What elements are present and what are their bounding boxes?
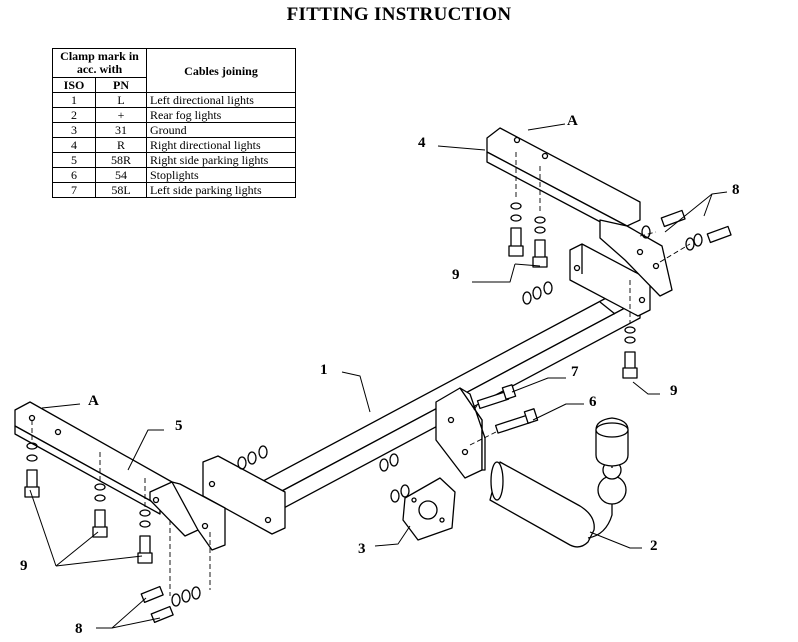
clamp-mark-header: Clamp mark in acc. with — [52, 48, 147, 78]
cell-iso: 7 — [52, 182, 96, 198]
cable-joining-table: Clamp mark in acc. with Cables joining I… — [52, 48, 296, 198]
label-part-8-right: 8 — [732, 182, 740, 198]
cell-desc: Left side parking lights — [146, 182, 296, 198]
label-part-2: 2 — [650, 538, 658, 554]
cell-desc: Right directional lights — [146, 137, 296, 153]
socket-plate — [402, 477, 456, 541]
label-part-8-left: 8 — [75, 621, 83, 637]
label-part-3: 3 — [358, 541, 366, 557]
hook-bracket — [435, 387, 486, 479]
label-part-4: 4 — [418, 135, 426, 151]
label-part-5: 5 — [175, 418, 183, 434]
cell-desc: Rear fog lights — [146, 107, 296, 123]
bolts-8-right — [641, 209, 732, 251]
bolt-stack-left — [24, 442, 153, 564]
label-part-6: 6 — [589, 394, 597, 410]
alignment-lines — [31, 152, 691, 596]
label-part-9-right: 9 — [670, 383, 678, 399]
label-part-7: 7 — [571, 364, 579, 380]
right-side-bracket — [486, 127, 673, 297]
bolt-stack-right — [622, 326, 638, 379]
bolt-stack-center — [508, 202, 548, 268]
crossbar-nuts — [237, 281, 553, 503]
label-part-9-center: 9 — [452, 267, 460, 283]
bolts-8-left — [140, 585, 201, 624]
bolt-7 — [476, 384, 517, 410]
label-a-right: A — [567, 113, 578, 129]
label-a-left: A — [88, 393, 99, 409]
left-side-bracket — [14, 401, 226, 551]
tow-ball — [489, 417, 629, 548]
cell-pn: 58R — [95, 152, 147, 168]
pn-header: PN — [95, 77, 147, 93]
table-row: 2+Rear fog lights — [52, 107, 296, 123]
page-title: FITTING INSTRUCTION — [286, 4, 512, 25]
leader-lines — [29, 123, 728, 629]
cell-desc: Right side parking lights — [146, 152, 296, 168]
label-part-1: 1 — [320, 362, 328, 378]
label-part-9-left: 9 — [20, 558, 28, 574]
bolt-6 — [494, 408, 539, 434]
